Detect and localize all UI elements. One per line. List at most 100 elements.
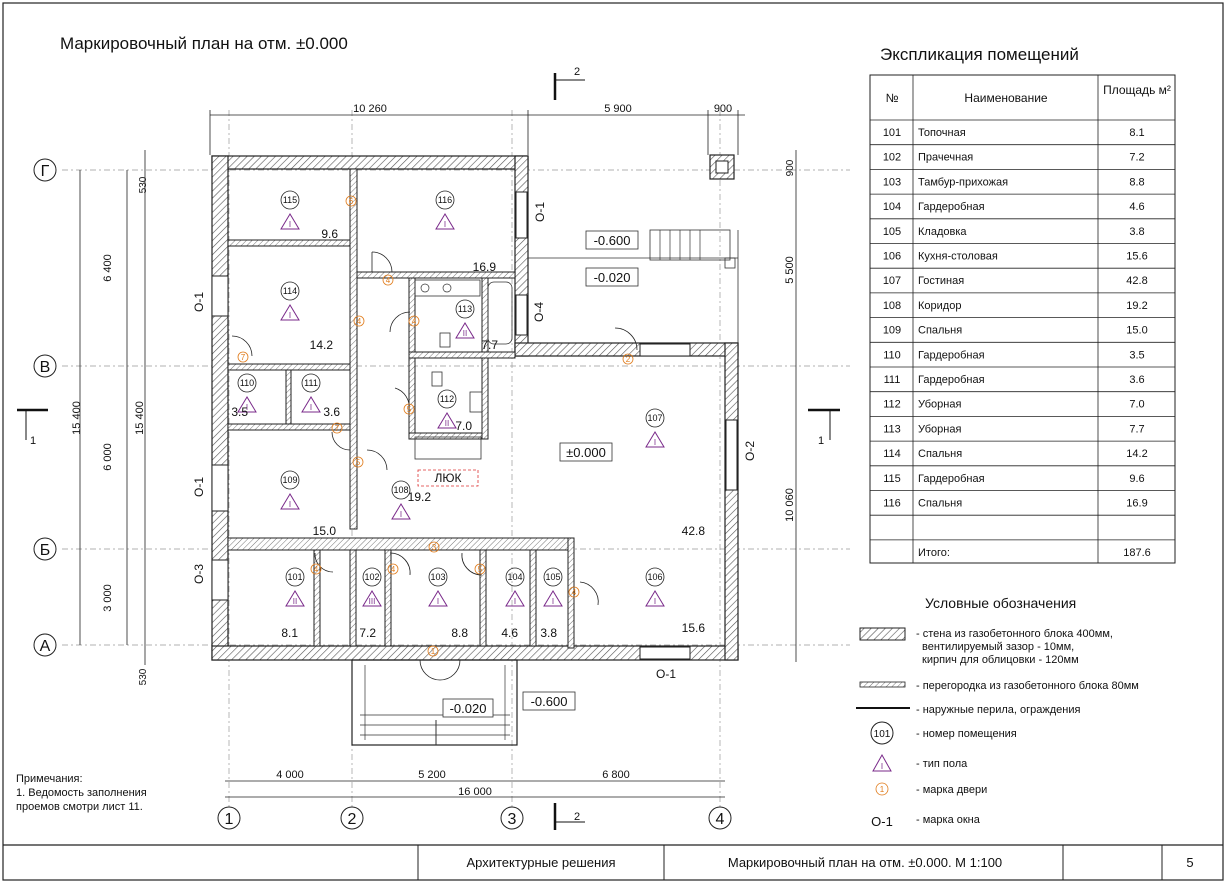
svg-text:1: 1 [431, 647, 436, 656]
svg-text:О-4: О-4 [532, 302, 546, 322]
svg-text:5: 5 [356, 458, 361, 467]
table-cell-area: 16.9 [1126, 498, 1147, 510]
room-number-circle [543, 567, 563, 587]
svg-text:вентилируемый зазор - 10мм,: вентилируемый зазор - 10мм, [922, 641, 1074, 653]
svg-text:- марка окна: - марка окна [916, 814, 981, 826]
svg-text:- марка двери: - марка двери [916, 784, 987, 796]
floor-type: I [444, 220, 446, 229]
floor-type-icon [280, 213, 300, 230]
svg-text:-0.600: -0.600 [531, 694, 568, 709]
svg-text:-0.020: -0.020 [594, 270, 631, 285]
svg-text:проемов смотри лист 11.: проемов смотри лист 11. [16, 801, 143, 813]
svg-text:Наименование: Наименование [964, 91, 1048, 105]
room-number: 112 [440, 394, 454, 404]
table-total-label: Итого: [918, 547, 950, 559]
room-number-circle [645, 408, 665, 428]
windows [211, 191, 738, 660]
room-number: 116 [438, 195, 452, 205]
table-cell-num: 105 [883, 226, 901, 238]
svg-text:А: А [40, 638, 51, 655]
floor-type: I [289, 311, 291, 320]
floor-type-icon [237, 396, 257, 413]
table-cell-area: 7.2 [1129, 152, 1144, 164]
svg-text:5 900: 5 900 [604, 103, 632, 115]
floor-type-icon [435, 213, 455, 230]
dimension-right: 900 5 500 10 060 [784, 150, 797, 662]
floor-type: I [310, 403, 312, 412]
svg-text:2: 2 [574, 66, 580, 78]
table-cell-name: Гардеробная [918, 473, 985, 485]
table-cell-area: 7.7 [1129, 423, 1144, 435]
room-area: 3.6 [323, 405, 340, 419]
room-number-circle [301, 373, 321, 393]
dimension-bottom: 4 000 5 200 6 800 16 000 [225, 769, 725, 798]
svg-text:7: 7 [335, 424, 340, 433]
table-cell-name: Спальня [918, 325, 962, 337]
floor-type: I [654, 597, 656, 606]
room-area: 9.6 [321, 227, 338, 241]
room-area: 16.9 [473, 260, 497, 274]
table-cell-num: 109 [883, 325, 901, 337]
table-cell-area: 19.2 [1126, 300, 1147, 312]
svg-text:4: 4 [314, 565, 319, 574]
svg-text:5 200: 5 200 [418, 769, 446, 781]
room-number: 104 [507, 572, 522, 582]
room-area: 7.2 [359, 626, 376, 640]
svg-text:5: 5 [478, 565, 483, 574]
floor-type-icon [285, 590, 305, 607]
room-number: 110 [240, 378, 254, 388]
level-markers: -0.600 -0.020 ±0.000 -0.020 -0.600 ЛЮК [435, 230, 639, 718]
svg-text:-0.020: -0.020 [450, 701, 487, 716]
room-number: 107 [647, 413, 662, 423]
room-number-circle [285, 567, 305, 587]
floor-type: II [463, 329, 467, 338]
room-number-circle [455, 299, 475, 319]
room-number-circle [280, 190, 300, 210]
svg-text:О-3: О-3 [192, 564, 206, 584]
svg-text:4: 4 [572, 588, 577, 597]
svg-text:Б: Б [40, 542, 51, 559]
table-cell-name: Уборная [918, 399, 961, 411]
table-cell-area: 3.6 [1129, 374, 1144, 386]
floor-type: II [293, 597, 297, 606]
table-cell-num: 106 [883, 251, 901, 263]
svg-text:530: 530 [138, 668, 149, 685]
svg-text:- наружные перила, ограждения: - наружные перила, ограждения [916, 704, 1081, 716]
axis-bubble-1 [217, 806, 241, 830]
room-area: 14.2 [310, 338, 334, 352]
svg-text:3: 3 [432, 543, 437, 552]
column-axis-markers: 1 2 3 4 [217, 806, 732, 830]
table-cell-area: 8.8 [1129, 176, 1144, 188]
room-area: 3.5 [231, 405, 248, 419]
floor-type: I [654, 438, 656, 447]
room-area: 42.8 [682, 524, 706, 538]
table-cell-area: 42.8 [1126, 275, 1147, 287]
hatch-label: ЛЮК [435, 471, 462, 485]
floor-type: I [514, 597, 516, 606]
table-cell-num: 115 [883, 473, 901, 485]
room-number-circle [505, 567, 525, 587]
svg-text:±0.000: ±0.000 [566, 445, 606, 460]
table-cell-area: 7.0 [1129, 399, 1144, 411]
room-number-circle [391, 480, 411, 500]
room-number: 101 [287, 572, 302, 582]
title-block: Архитектурные решения Маркировочный план… [3, 844, 1223, 880]
svg-text:I: I [881, 762, 883, 771]
table-cell-num: 110 [883, 349, 901, 361]
svg-text:15 400: 15 400 [134, 401, 146, 435]
window-labels: О-1 О-1 О-4 О-2 О-1 О-3 О-1 [192, 202, 757, 681]
notes: Примечания: 1. Ведомость заполнения прое… [16, 773, 147, 813]
table-cell-area: 15.0 [1126, 325, 1147, 337]
floor-type-icon [505, 590, 525, 607]
terrace-top [528, 229, 739, 343]
svg-text:4: 4 [391, 565, 396, 574]
